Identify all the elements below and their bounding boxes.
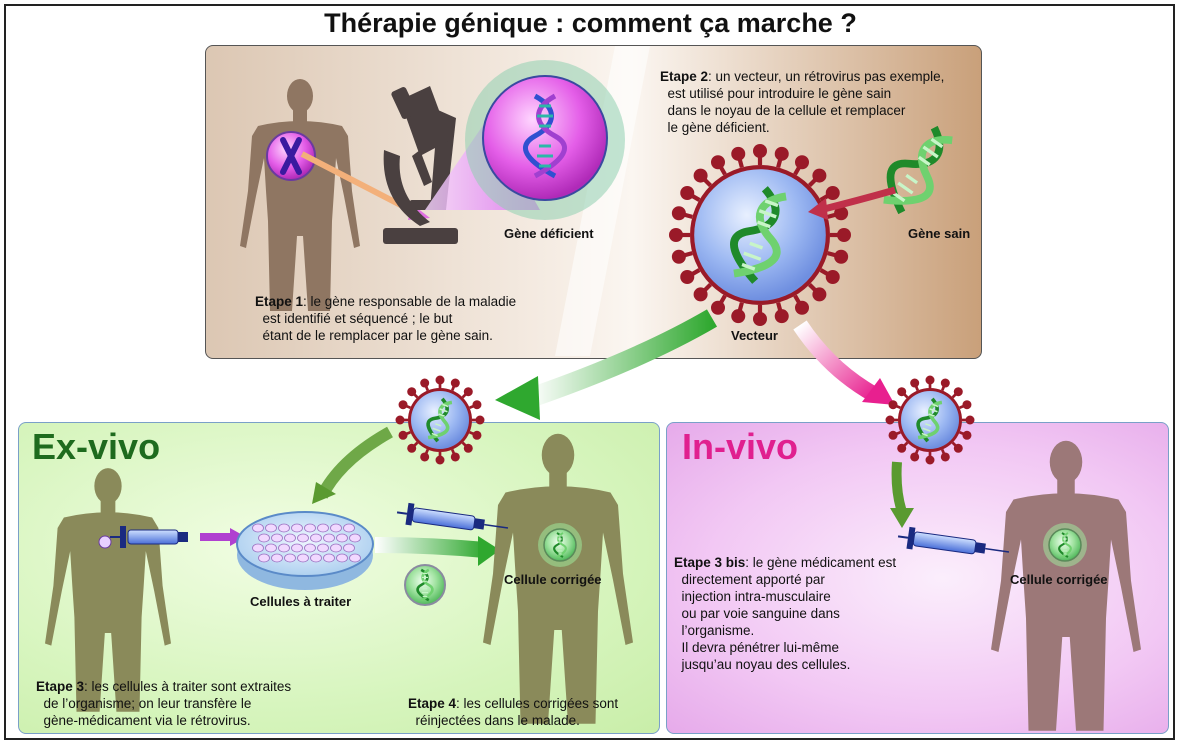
dish-cell [258, 533, 270, 543]
step1-body: : le gène responsable de la maladie est … [262, 294, 517, 343]
dish-cell [330, 523, 342, 533]
step3bis-label: Etape 3 bis [674, 555, 746, 570]
syringe-invivo-icon [897, 526, 1010, 555]
dish-cell [330, 543, 342, 553]
dish-cell [304, 543, 316, 553]
dish-cell [252, 523, 264, 533]
ex-vivo-heading: Ex-vivo [32, 426, 161, 467]
cells-to-treat-label: Cellules à traiter [250, 594, 352, 609]
dish-cell [317, 543, 329, 553]
dish-cell [265, 523, 277, 533]
defective-gene-label: Gène déficient [504, 226, 594, 241]
dish-cell [336, 533, 348, 543]
step2-text: Etape 2: un vecteur, un rétrovirus pas e… [660, 68, 944, 136]
step1-text: Etape 1: le gène responsable de la malad… [255, 293, 516, 344]
to-invivo-arrow [793, 320, 879, 402]
dish-cell [297, 533, 309, 543]
dish-cell [271, 533, 283, 543]
dish-cell [317, 523, 329, 533]
in-vivo-heading: In-vivo [682, 426, 799, 467]
reinject-arrow [374, 537, 486, 558]
outer-frame [4, 4, 1175, 740]
dish-cell [304, 523, 316, 533]
chromosome-icon [280, 137, 302, 175]
panel-divider [555, 46, 650, 356]
microscope-icon [383, 86, 458, 244]
step3-text: Etape 3: les cellules à traiter sont ext… [36, 678, 291, 729]
dish-cell [349, 533, 361, 543]
step3bis-body: : le gène médicament est directement app… [681, 555, 897, 672]
corrected-cell-ex-label: Cellule corrigée [504, 572, 602, 587]
dish-cell [252, 543, 264, 553]
virus-to-syringe-arrow [891, 461, 907, 514]
cell-sample-icon [98, 535, 112, 549]
healthy-gene-dna-icon [875, 122, 961, 219]
virus-to-dish-arrow [316, 426, 393, 499]
corrected-cell-ex [543, 528, 577, 562]
healthy-gene-label: Gène sain [908, 226, 971, 241]
dish-cell [284, 533, 296, 543]
dish-cell [310, 553, 322, 563]
defective-nucleus [482, 75, 608, 201]
vector-label: Vecteur [731, 328, 778, 343]
corrected-cell-small [404, 564, 446, 606]
step4-label: Etape 4 [408, 696, 457, 711]
step3bis-text: Etape 3 bis: le gène médicament est dire… [674, 554, 896, 673]
step1-label: Etape 1 [255, 294, 304, 309]
dish-cell [278, 543, 290, 553]
corrected-cell-in-label: Cellule corrigée [1010, 572, 1108, 587]
dish-cells [252, 523, 361, 563]
step3-label: Etape 3 [36, 679, 85, 694]
page-title: Thérapie génique : comment ça marche ? [324, 8, 857, 38]
dish-cell [323, 553, 335, 563]
step2-label: Etape 2 [660, 69, 709, 84]
dish-cell [284, 553, 296, 563]
dish-cell [343, 543, 355, 553]
dish-cell [297, 553, 309, 563]
dish-cell [349, 553, 361, 563]
insert-gene-arrow [819, 186, 896, 214]
dish-cell [291, 523, 303, 533]
dish-cell [291, 543, 303, 553]
vector-virus-large [669, 144, 851, 326]
dish-cell [265, 543, 277, 553]
dish-cell [278, 523, 290, 533]
patient-silhouette-ex-left [45, 468, 172, 712]
dish-cell [343, 523, 355, 533]
dish-cell [271, 553, 283, 563]
step3-body: : les cellules à traiter sont extraites … [43, 679, 292, 728]
step4-body: : les cellules corrigées sont réinjectée… [415, 696, 619, 728]
vector-virus-small-ex [395, 375, 485, 465]
dish-cell [310, 533, 322, 543]
corrected-cell-in [1048, 528, 1082, 562]
syringe-reinject-icon [396, 502, 509, 531]
step4-text: Etape 4: les cellules corrigées sont réi… [408, 695, 618, 729]
syringe-extract-icon [110, 526, 188, 548]
dish-cell [258, 553, 270, 563]
patient-silhouette-top [240, 79, 360, 311]
vector-virus-small-in [885, 375, 975, 465]
to-exvivo-arrow [526, 309, 718, 408]
step2-body: : un vecteur, un rétrovirus pas exemple,… [667, 69, 945, 135]
dish-cell [336, 553, 348, 563]
dish-cell [323, 533, 335, 543]
